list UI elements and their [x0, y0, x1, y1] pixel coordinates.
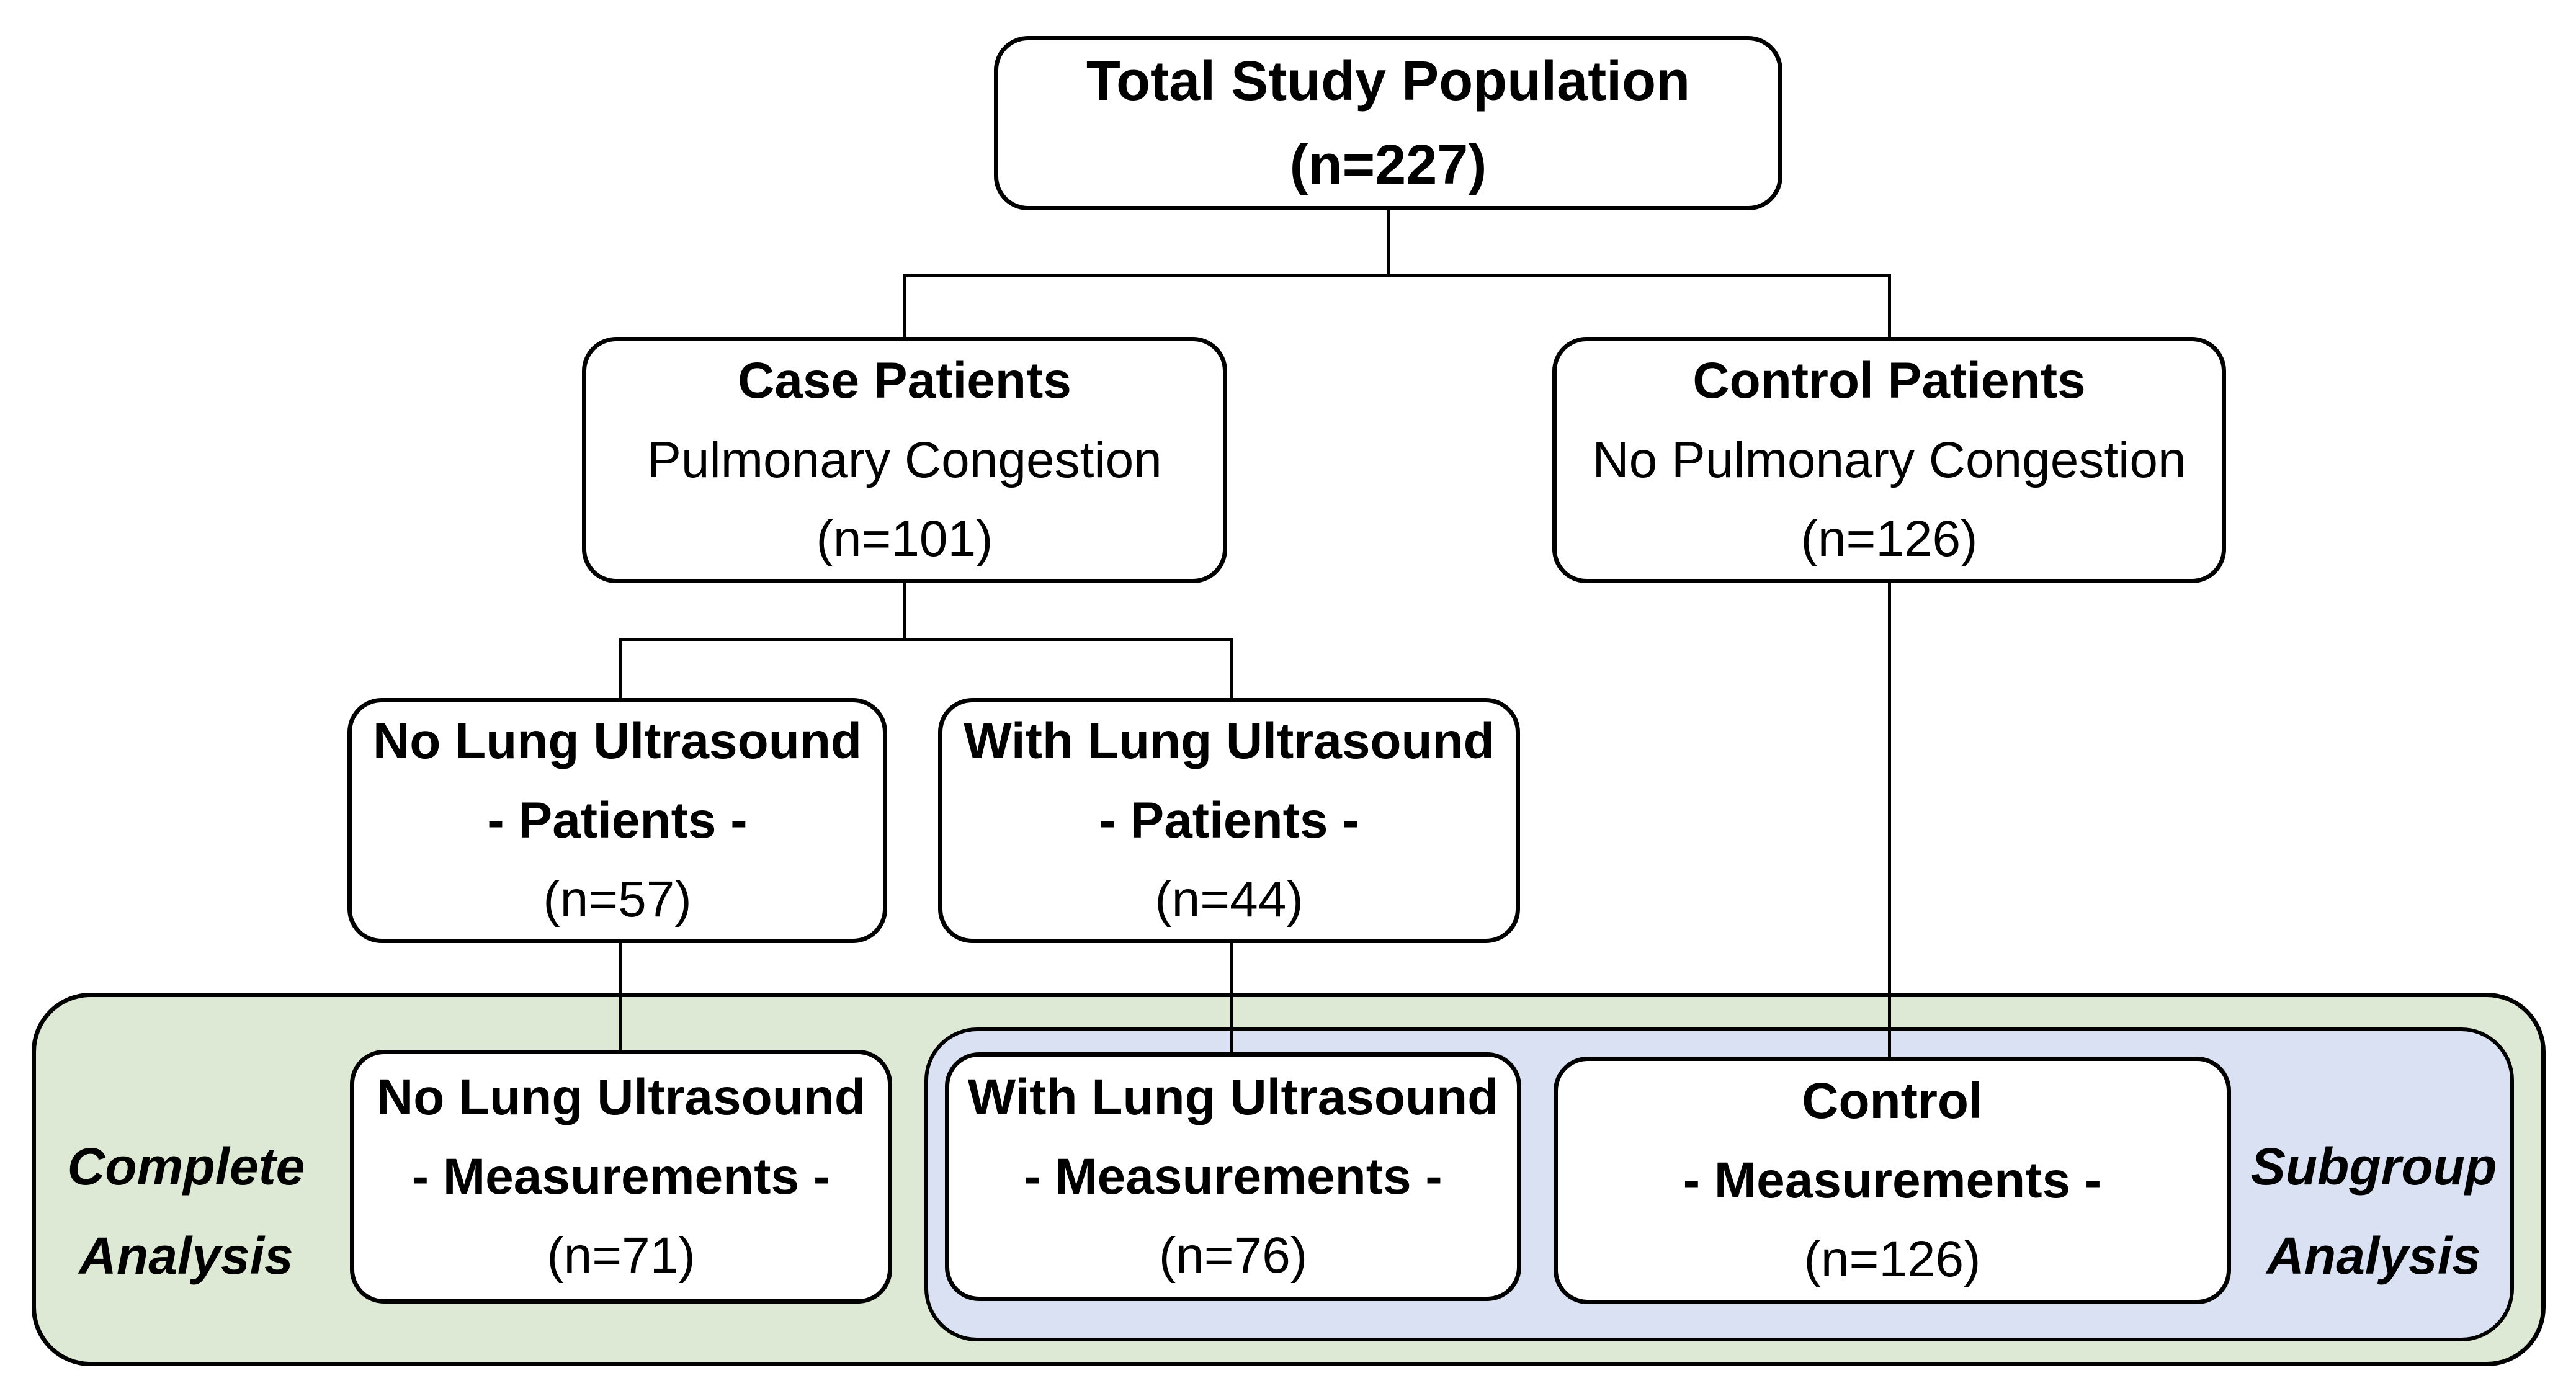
node-line: - Measurements - [411, 1148, 831, 1205]
connector-total-down [1387, 210, 1390, 275]
node-line: (n=227) [1289, 133, 1487, 196]
node-total-study-population: Total Study Population (n=227) [994, 36, 1782, 210]
node-line: No Lung Ultrasound [372, 712, 862, 769]
node-line: (n=126) [1804, 1231, 1981, 1288]
node-with-lung-ultrasound-measurements: With Lung Ultrasound - Measurements - (n… [945, 1052, 1521, 1301]
node-no-lung-ultrasound-patients: No Lung Ultrasound - Patients - (n=57) [347, 698, 887, 943]
subgroup-analysis-label: Subgroup Analysis [2234, 1122, 2514, 1301]
node-control-measurements: Control - Measurements - (n=126) [1554, 1057, 2231, 1304]
connector-to-control [1888, 274, 1891, 339]
node-line: - Patients - [1099, 792, 1359, 849]
complete-analysis-label-line: Analysis [79, 1227, 293, 1286]
node-line: - Measurements - [1024, 1148, 1442, 1205]
connector-level1-horizontal [903, 274, 1891, 277]
node-line: (n=71) [547, 1227, 695, 1284]
node-line: Case Patients [738, 352, 1071, 409]
node-line: (n=101) [816, 511, 993, 568]
node-line: Control [1802, 1072, 1983, 1129]
node-line: With Lung Ultrasound [967, 1068, 1499, 1125]
connector-to-no-lus [619, 638, 622, 700]
connector-no-lus-to-measurements [619, 941, 622, 1053]
node-line: (n=44) [1155, 871, 1304, 928]
complete-analysis-label: Complete Analysis [50, 1122, 323, 1301]
subgroup-analysis-label-line: Analysis [2266, 1227, 2481, 1286]
connector-to-with-lus [1230, 638, 1233, 700]
subgroup-analysis-label-line: Subgroup [2250, 1137, 2497, 1196]
connector-to-case [903, 274, 906, 339]
node-line: Control Patients [1693, 352, 2086, 409]
node-line: (n=76) [1158, 1227, 1308, 1284]
connector-case-down [903, 580, 906, 641]
node-with-lung-ultrasound-patients: With Lung Ultrasound - Patients - (n=44) [938, 698, 1520, 943]
node-line: With Lung Ultrasound [964, 712, 1495, 769]
node-line: (n=126) [1800, 511, 1978, 568]
node-control-patients: Control Patients No Pulmonary Congestion… [1552, 337, 2226, 583]
node-line: - Measurements - [1683, 1152, 2102, 1209]
node-line: Pulmonary Congestion [647, 431, 1162, 488]
node-line: No Pulmonary Congestion [1592, 431, 2186, 488]
connector-with-lus-to-measurements [1230, 941, 1233, 1056]
node-case-patients: Case Patients Pulmonary Congestion (n=10… [582, 337, 1227, 583]
node-line: - Patients - [487, 792, 748, 849]
node-line: Total Study Population [1086, 50, 1691, 112]
node-line: No Lung Ultrasound [376, 1068, 865, 1125]
complete-analysis-label-line: Complete [67, 1137, 305, 1196]
connector-level2-horizontal [619, 638, 1233, 641]
node-no-lung-ultrasound-measurements: No Lung Ultrasound - Measurements - (n=7… [350, 1050, 892, 1304]
node-line: (n=57) [543, 871, 692, 928]
connector-control-to-measurements [1888, 580, 1891, 1059]
